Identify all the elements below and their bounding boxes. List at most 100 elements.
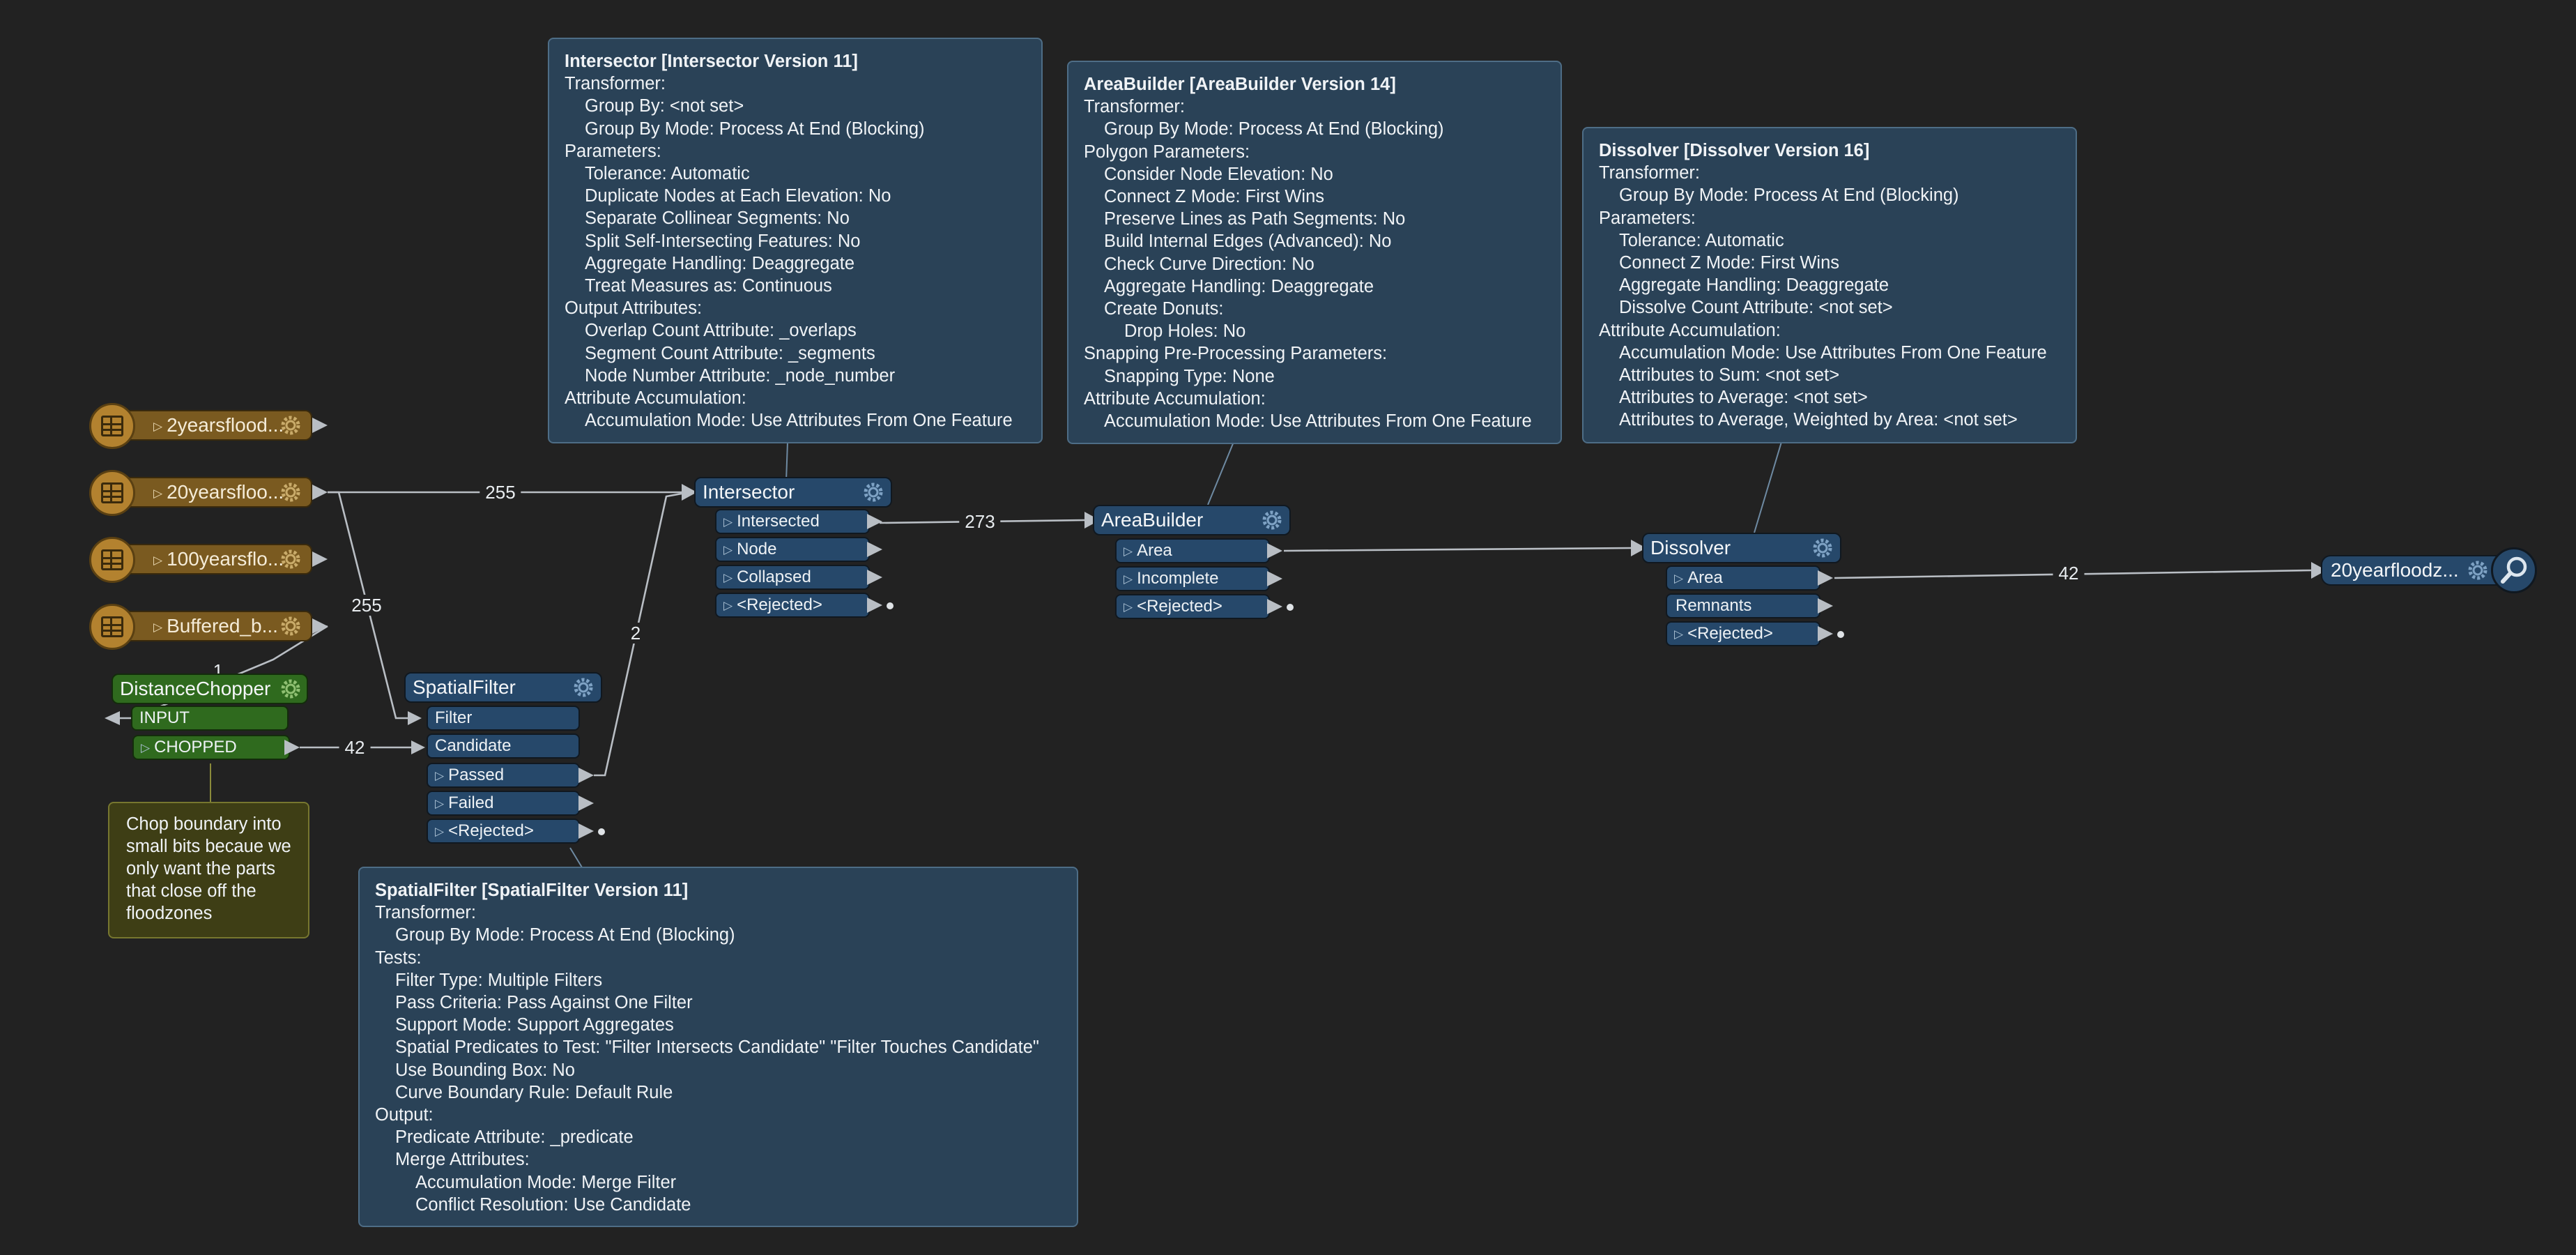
output-port-arrow[interactable] [1818,598,1833,614]
annotation-areabuilder[interactable]: AreaBuilder [AreaBuilder Version 14]Tran… [1067,61,1562,444]
output-port-failed[interactable]: ▷Failed [427,791,580,816]
expand-icon[interactable]: ▷ [153,621,163,634]
annotation-line: Attribute Accumulation: [1599,320,1781,340]
annotation-intersector[interactable]: Intersector [Intersector Version 11]Tran… [548,38,1043,443]
expand-icon[interactable]: ▷ [435,769,445,782]
port-label: <Rejected> [1687,624,1773,643]
annotation-line: Accumulation Mode: Use Attributes From O… [1104,411,1532,432]
expand-icon[interactable]: ▷ [435,825,445,838]
output-port-arrow[interactable] [1818,570,1833,586]
gear-icon[interactable] [861,480,885,504]
expand-icon[interactable]: ▷ [153,554,163,567]
expand-icon[interactable]: ▷ [1124,572,1133,586]
gear-icon[interactable] [279,677,302,701]
gear-icon[interactable] [1811,536,1834,560]
expand-icon[interactable]: ▷ [1674,572,1684,585]
annotation-line: Attributes to Average, Weighted by Area:… [1619,410,2018,430]
transformer-title: SpatialFilter [413,676,516,698]
port-label: CHOPPED [154,738,237,756]
rejected-dot [598,828,605,835]
expand-icon[interactable]: ▷ [723,515,733,528]
output-port-arrow[interactable] [1818,626,1833,641]
annotation-line: Parameters: [565,141,661,161]
expand-icon[interactable]: ▷ [153,420,163,433]
annotation-line: Snapping Pre-Processing Parameters: [1084,344,1388,364]
expand-icon[interactable]: ▷ [1674,628,1684,641]
transformer-header[interactable]: Intersector [694,477,892,508]
input-port[interactable]: INPUT [131,706,289,731]
transformer-header[interactable]: SpatialFilter [404,672,602,703]
count-2: 2 [624,623,647,644]
gear-icon[interactable] [1260,508,1284,532]
output-port-arrow[interactable] [312,552,328,567]
magnifier-icon[interactable] [2491,547,2537,593]
output-port-area[interactable]: ▷ Area [1115,538,1270,563]
output-port-arrow[interactable] [578,768,594,783]
inspector-header[interactable]: 20yearfloodz... [2321,555,2506,586]
gear-icon[interactable] [279,413,302,437]
annotation-line: Attributes to Average: <not set> [1619,388,1868,408]
expand-icon[interactable]: ▷ [723,599,733,612]
output-port-arrow[interactable] [1267,599,1282,614]
expand-icon[interactable]: ▷ [153,487,163,500]
gear-icon[interactable] [279,480,302,504]
annotation-line: Spatial Predicates to Test: "Filter Inte… [395,1037,1039,1058]
annotation-line: Attribute Accumulation: [1084,388,1266,409]
table-reader-icon [89,604,135,650]
output-port-area[interactable]: ▷Area [1666,565,1820,591]
expand-icon[interactable]: ▷ [1124,545,1133,558]
transformer-header[interactable]: Dissolver [1642,533,1841,563]
table-reader-icon [89,470,135,516]
output-port-rejected[interactable]: ▷<Rejected> [427,819,580,844]
output-port-node[interactable]: ▷Node [715,537,870,562]
output-port-arrow[interactable] [1267,571,1282,586]
output-port-arrow[interactable] [1267,543,1282,558]
output-port-arrow[interactable] [578,796,594,811]
output-port-arrow[interactable] [284,740,300,755]
input-port-candidate[interactable]: Candidate [427,733,580,759]
output-port-arrow[interactable] [867,514,882,529]
port-label: Remnants [1676,596,1752,615]
expand-icon[interactable]: ▷ [141,741,151,754]
port-label: Area [1137,541,1172,560]
annotation-line: Tolerance: Automatic [585,164,750,184]
output-port-rejected[interactable]: ▷<Rejected> [715,593,870,618]
gear-icon[interactable] [572,676,595,699]
transformer-title: Intersector [703,481,795,503]
annotation-dissolver[interactable]: Dissolver [Dissolver Version 16]Transfor… [1582,127,2077,443]
input-port-filter[interactable]: Filter [427,706,580,731]
gear-icon[interactable] [279,614,302,638]
expand-icon[interactable]: ▷ [723,571,733,584]
output-port-remnants[interactable]: Remnants [1666,593,1820,618]
gear-icon[interactable] [2466,558,2490,582]
reader-header[interactable]: ▷2yearsflood... [99,410,312,441]
output-port-arrow[interactable] [867,542,882,557]
output-port-arrow[interactable] [867,570,882,585]
output-port-rejected[interactable]: ▷<Rejected> [1115,594,1270,619]
output-port-arrow[interactable] [867,598,882,613]
leader-intersector [785,441,788,482]
expand-icon[interactable]: ▷ [435,797,445,810]
rejected-dot [1837,631,1844,638]
inspector-title: 20yearfloodz... [2331,559,2459,581]
reader-header[interactable]: ▷100yearsflo... [99,544,312,575]
annotation-spatialfilter[interactable]: SpatialFilter [SpatialFilter Version 11]… [358,867,1078,1227]
wire-area-dissolver [1283,547,1632,552]
annotation-line: Node Number Attribute: _node_number [585,365,896,386]
expand-icon[interactable]: ▷ [723,543,733,556]
annotation-line: Transformer: [1084,97,1185,117]
output-port-rejected[interactable]: ▷<Rejected> [1666,621,1820,646]
gear-icon[interactable] [279,547,302,571]
output-port-incomplete[interactable]: ▷Incomplete [1115,566,1270,591]
output-port-chopped[interactable]: ▷CHOPPED [132,735,290,760]
output-port-arrow[interactable] [312,418,328,433]
output-port-arrow[interactable] [312,618,328,634]
output-port-arrow[interactable] [578,823,594,839]
port-label: Area [1687,568,1723,587]
annotation-note[interactable]: Chop boundary into small bits becaue we … [108,802,309,938]
expand-icon[interactable]: ▷ [1124,600,1133,614]
output-port-arrow[interactable] [312,485,328,500]
output-port-intersected[interactable]: ▷Intersected [715,509,870,534]
output-port-passed[interactable]: ▷Passed [427,763,580,788]
output-port-collapsed[interactable]: ▷Collapsed [715,565,870,590]
